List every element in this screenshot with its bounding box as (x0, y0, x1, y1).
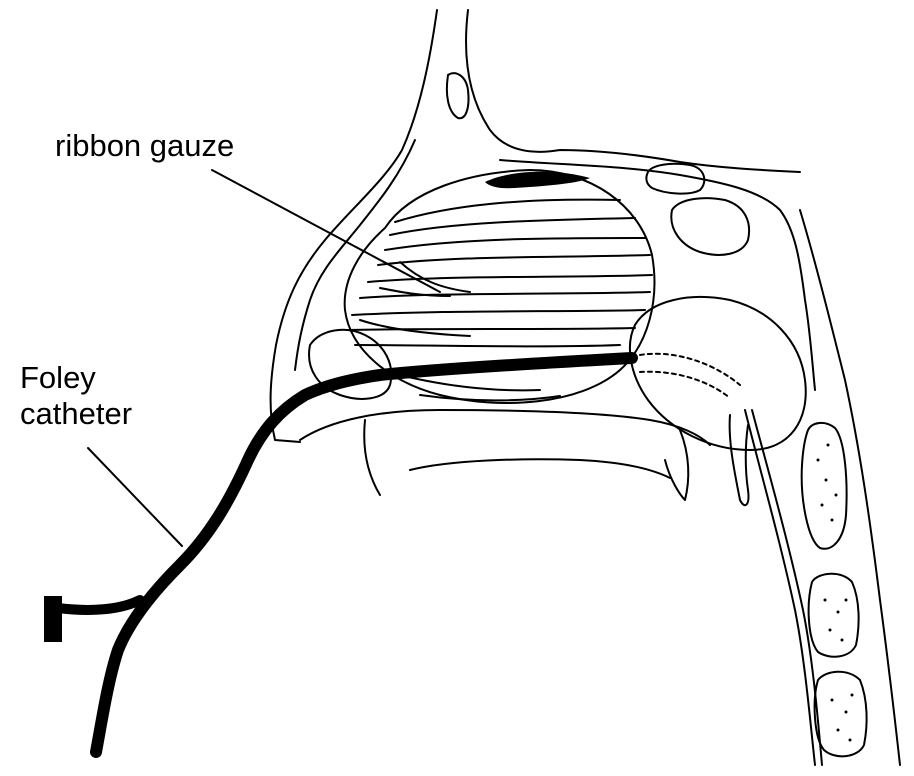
balloon-inner-curve (640, 354, 740, 398)
vertebra-2 (809, 574, 859, 657)
palate-lower (364, 420, 670, 495)
skull-base-line (500, 160, 815, 390)
posterior-pharyngeal-wall (745, 410, 815, 765)
foley-catheter-label-line2: catheter (20, 396, 132, 432)
foley-balloon (630, 297, 806, 450)
foley-catheter-cap (44, 596, 62, 642)
prevertebral-line (800, 210, 900, 765)
vertebra-texture (817, 444, 854, 742)
hard-palate (300, 410, 710, 445)
vertebra-1 (802, 423, 847, 549)
foley-catheter-port (58, 600, 140, 610)
foley-catheter-label-line1: Foley (20, 360, 96, 396)
gauze-top-band (485, 172, 590, 189)
sphenoid-cell-lower (671, 198, 749, 255)
nasal-bone-inner (447, 73, 469, 118)
uvula (730, 415, 749, 505)
frontal-sinus-outline (466, 10, 800, 172)
foley-leader-line (88, 448, 182, 546)
vertebra-3 (815, 672, 867, 757)
soft-palate (665, 430, 688, 500)
ribbon-gauze-label: ribbon gauze (55, 128, 234, 164)
